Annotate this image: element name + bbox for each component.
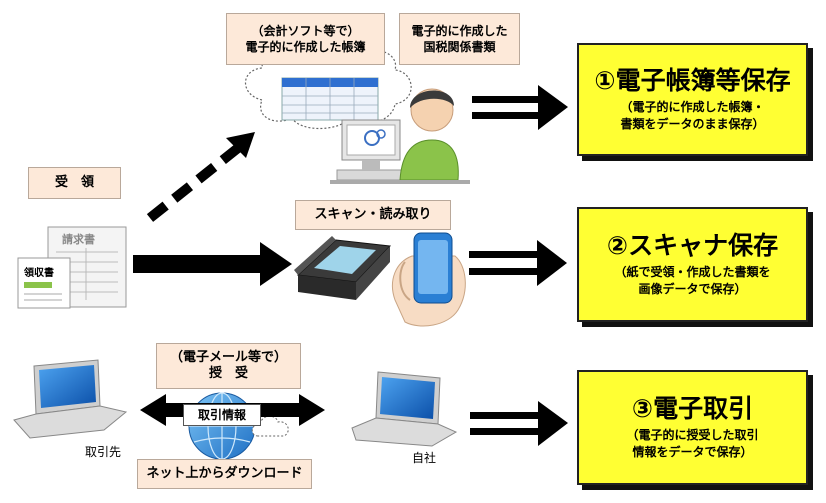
partner-laptop-icon: [13, 359, 128, 439]
person-at-computer-icon: [330, 88, 470, 184]
double-arrow-1: [472, 85, 568, 130]
double-arrow-2: [469, 240, 567, 286]
transaction-info-label: 取引情報: [183, 404, 261, 426]
own-laptop-icon: [351, 371, 458, 447]
box-scanner-storage-sub2: 画像データで保存）: [638, 282, 747, 296]
receipt-tag: 受 領: [28, 167, 121, 199]
tax-documents-line1: 電子的に作成した: [411, 24, 508, 38]
smartphone-in-hand-icon: [391, 232, 466, 327]
tax-documents-label: 電子的に作成した 国税関係書類: [399, 13, 520, 65]
box-electronic-books-title: ①電子帳簿等保存: [594, 66, 791, 95]
box-scanner-storage-title: ②スキャナ保存: [606, 231, 779, 260]
dashed-arrow-to-cloud: [146, 132, 255, 222]
email-tag: （電子メール等で） 授 受: [156, 343, 301, 389]
download-tag: ネット上からダウンロード: [137, 459, 312, 489]
partner-label: 取引先: [85, 445, 122, 459]
double-arrow-3: [470, 401, 568, 446]
email-line1: （電子メール等で）: [169, 350, 287, 365]
box-scanner-storage-sub1: （紙で受領・作成した書類を: [614, 265, 771, 279]
accounting-software-label: （会計ソフト等で） 電子的に作成した帳簿: [226, 13, 385, 65]
box-electronic-transactions-sub2: 情報をデータで保存）: [632, 445, 753, 459]
box-electronic-transactions: ③電子取引 （電子的に授受した取引 情報をデータで保存）: [577, 370, 808, 485]
email-line2: 授 受: [208, 366, 248, 381]
tax-documents-line2: 国税関係書類: [423, 40, 496, 54]
arrow-to-scanner: [133, 242, 292, 286]
box-electronic-books-sub1: （電子的に作成した帳簿・: [620, 100, 765, 114]
accounting-software-line1: （会計ソフト等で）: [251, 24, 360, 38]
own-company-label: 自社: [412, 451, 437, 465]
invoice-documents-icon: [17, 226, 127, 309]
invoice-label: 請求書: [62, 233, 95, 246]
scanner-icon: [294, 236, 392, 300]
receipt-label: 領収書: [24, 268, 54, 279]
box-electronic-transactions-sub1: （電子的に授受した取引: [626, 428, 759, 442]
box-electronic-books: ①電子帳簿等保存 （電子的に作成した帳簿・ 書類をデータのまま保存）: [577, 43, 808, 156]
accounting-software-line2: 電子的に作成した帳簿: [245, 40, 366, 54]
globe-network-icon: [188, 392, 289, 460]
box-electronic-transactions-title: ③電子取引: [631, 394, 754, 423]
box-electronic-books-sub2: 書類をデータのまま保存）: [620, 117, 765, 131]
box-scanner-storage: ②スキャナ保存 （紙で受領・作成した書類を 画像データで保存）: [577, 207, 808, 322]
scan-tag: スキャン・読み取り: [295, 200, 451, 230]
